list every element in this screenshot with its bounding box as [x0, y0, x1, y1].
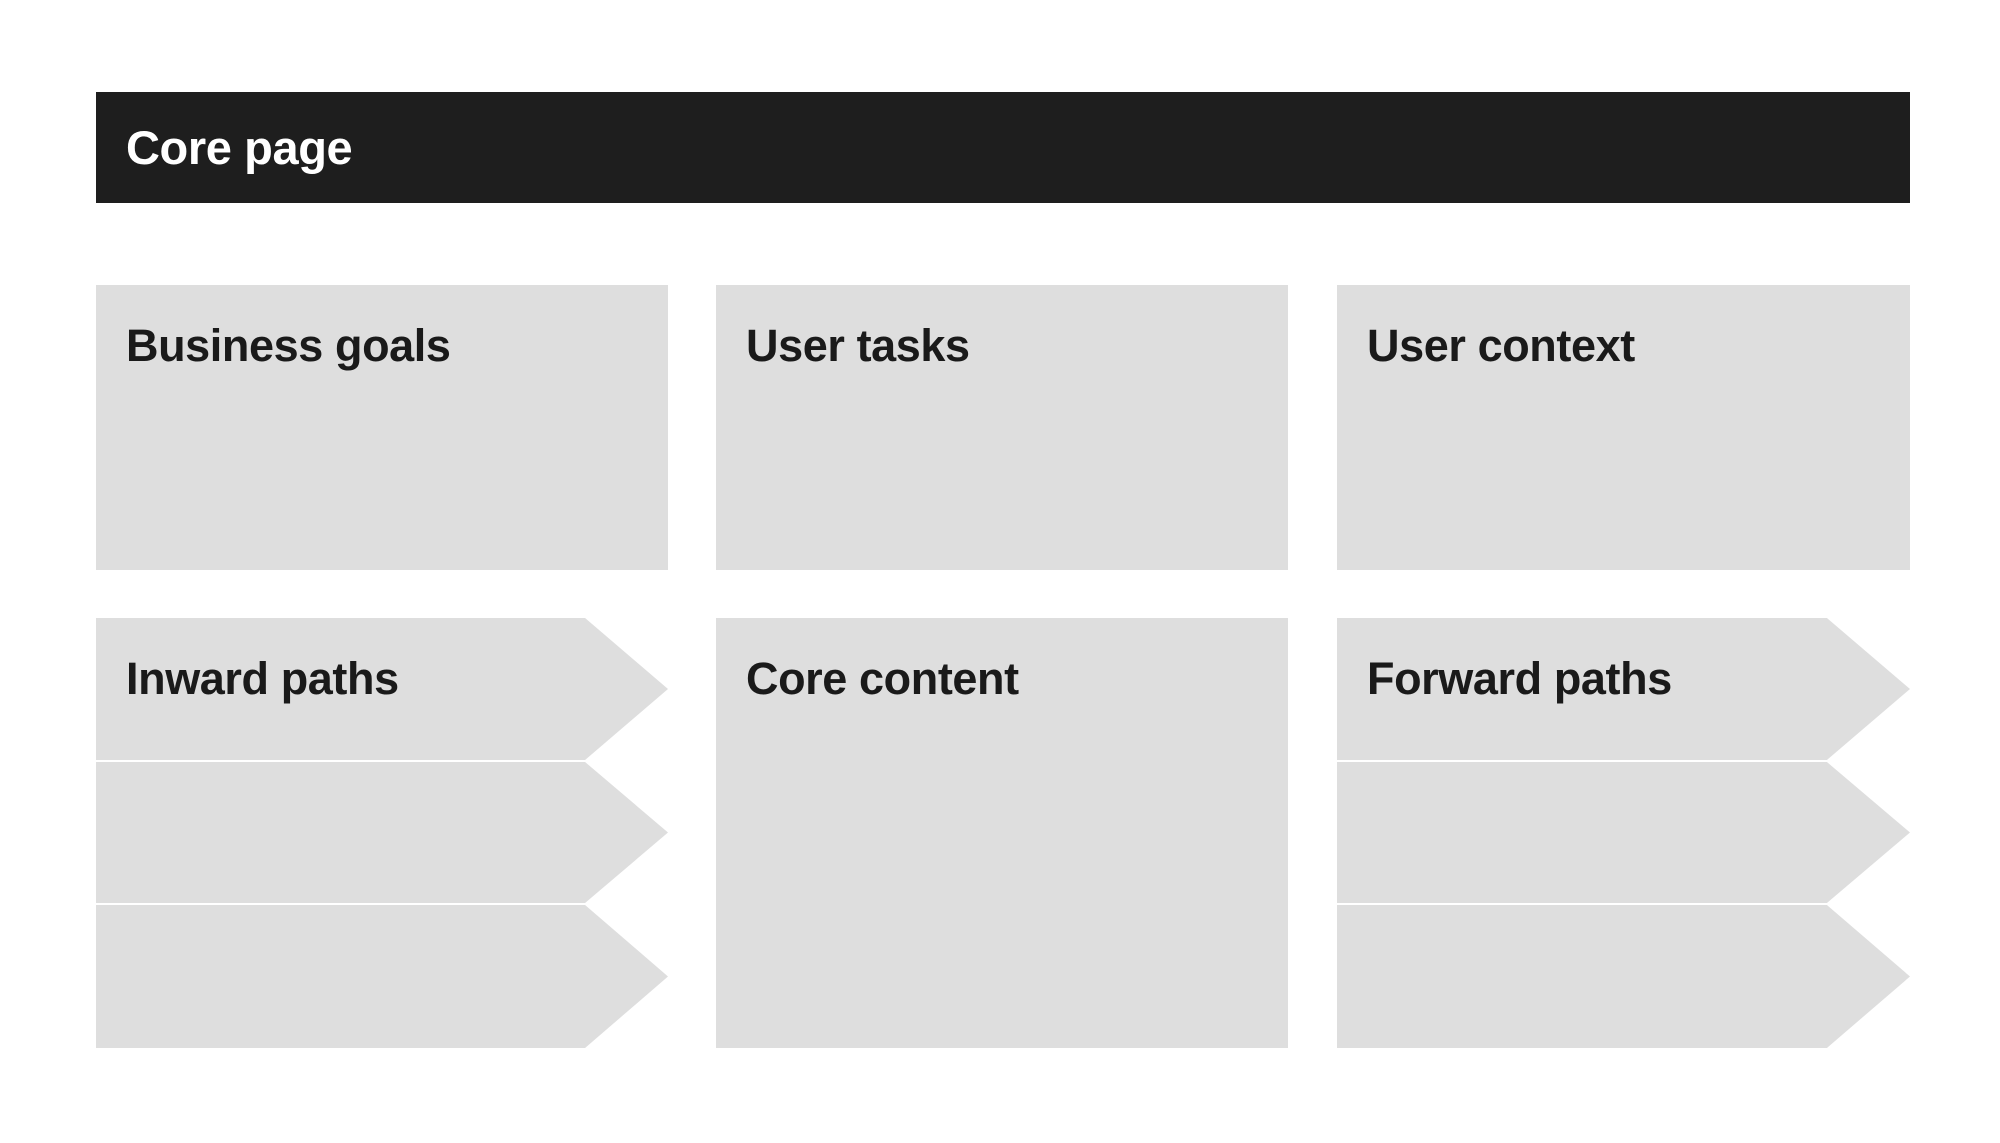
card-user-tasks[interactable]: User tasks	[716, 285, 1288, 570]
chevron-band-3	[1337, 905, 1910, 1048]
chevron-band-2	[1337, 762, 1910, 903]
card-surface	[716, 285, 1288, 570]
card-inward-paths[interactable]: Inward paths	[96, 618, 668, 1048]
chevron-band-2	[96, 762, 668, 903]
chevron-band-1	[1337, 618, 1910, 760]
chevron-stack	[1337, 618, 1910, 1048]
bottom-row: Inward paths Core content Forward paths	[96, 618, 1910, 1048]
core-page-header: Core page	[96, 92, 1910, 203]
page-title: Core page	[126, 121, 353, 174]
chevron-band-1	[96, 618, 668, 760]
card-user-context[interactable]: User context	[1337, 285, 1910, 570]
card-label: Forward paths	[1367, 653, 1672, 704]
card-label: User context	[1367, 320, 1635, 371]
card-label: Business goals	[126, 320, 451, 371]
card-surface	[1337, 285, 1910, 570]
chevron-band-3	[96, 905, 668, 1048]
card-business-goals[interactable]: Business goals	[96, 285, 668, 570]
card-surface	[96, 285, 668, 570]
card-forward-paths[interactable]: Forward paths	[1337, 618, 1910, 1048]
top-row: Business goals User tasks User context	[96, 285, 1910, 570]
card-core-content[interactable]: Core content	[716, 618, 1288, 1048]
card-label: User tasks	[746, 320, 970, 371]
card-label: Core content	[746, 653, 1019, 704]
card-surface	[716, 618, 1288, 1048]
card-label: Inward paths	[126, 653, 399, 704]
chevron-stack	[96, 618, 668, 1048]
